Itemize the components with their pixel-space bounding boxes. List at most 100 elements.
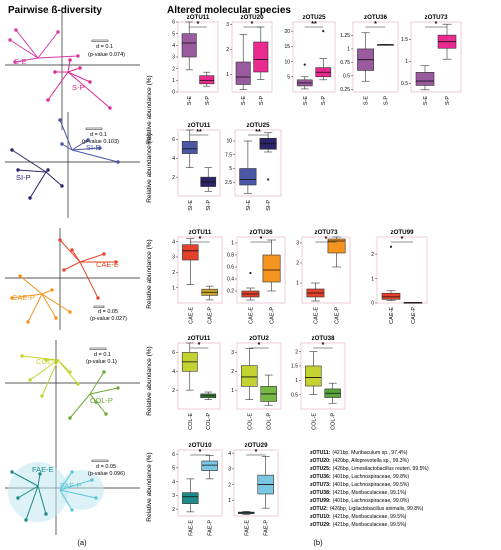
scale-bar [89,347,107,350]
category-label: SI-P [266,200,272,211]
legend-otu-id: zOTU99: [310,498,331,504]
box-CAE-E [381,292,401,300]
significance-marker: ** [255,129,261,136]
y-axis-label-row4: Relative abundance (%) [146,346,153,415]
pcoa-sample-point [116,160,120,164]
y-tick-label: 1 [296,281,299,287]
pcoa-sample-point [70,508,74,512]
category-label: SI-E [246,200,252,211]
pcoa-spider-arm [71,139,89,151]
category-label: COL-P [206,413,212,430]
y-tick-label: 3 [172,55,175,61]
plot-title: zOTU25 [246,122,270,129]
y-tick-label: 4 [172,369,175,375]
y-tick-label: 3 [228,467,231,473]
y-tick-label: 5 [172,466,175,472]
legend-entry: zOTU10:(421bp, Muribaculaceae, 99.5%) [310,514,407,520]
pcoa-sample-point [90,478,94,482]
y-tick-label: 1 [172,78,175,84]
pcoa-spider-arm [67,71,111,109]
outlier-point [249,271,252,275]
category-label: COL-E [247,413,253,430]
plot-title: zOTU73 [424,14,448,21]
pcoa-spider-arm [27,293,43,323]
pcoa-spider-arm [11,149,47,173]
legend-otu-id: zOTU38: [310,490,331,496]
scale-bar [91,459,109,462]
category-label: FAE-E [188,520,194,536]
box-COL-E [305,365,322,387]
y-tick-label: 4 [172,239,175,245]
box-S-P [199,75,215,85]
legend-description: (426bp, Limosilactobacillus reuteri, 99.… [333,466,429,472]
category-label: S-P [445,96,451,106]
y-tick-label: 0.75 [340,60,350,66]
pcoa-sample-point [58,118,62,122]
legend-otu-id: zOTU36: [310,474,331,480]
legend-otu-id: zOTU20: [310,458,331,464]
box-SI-E [239,168,257,186]
pvalue-label: (p-value 0.027) [90,316,127,322]
pcoa-group-label: SI-P [16,173,31,182]
y-tick-label: 3 [172,255,175,261]
y-tick-label: 2 [172,388,175,394]
pcoa-spider-arm [63,261,81,271]
y-tick-label: 2 [172,66,175,72]
pcoa-spider-arm [67,59,71,73]
significance-marker: * [325,236,328,243]
scale-bar [85,127,103,130]
pcoa-spider-arm [47,71,69,101]
category-label: SI-P [206,200,212,211]
y-tick-label: 4 [172,43,175,49]
scale-label: d = 0.1 [94,352,111,358]
legend-entry: zOTU11:(421bp, Muribaculum sp., 97.4%) [310,450,408,456]
pcoa-group-label: FAE-E [32,465,54,474]
plot-title: zOTU36 [364,14,388,21]
y-tick-label: 2 [172,507,175,513]
pvalue-label: (p-value 0.1) [86,359,117,365]
y-tick-label: 1.25 [340,33,350,39]
outlier-point [267,178,270,181]
pcoa-sample-point [76,382,80,386]
legend-otu-id: zOTU2: [310,506,328,512]
category-label: COL-P [267,413,273,430]
y-tick-label: 2 [296,261,299,267]
y-tick-label: 3 [226,22,229,28]
pcoa-group-label: COL-E [36,357,59,366]
pcoa-spider-arm [37,31,59,59]
y-tick-label: 1 [226,72,229,78]
y-tick-label: 4 [172,156,175,162]
pcoa-group-label: S-P [72,83,85,92]
y-tick-label: 1 [295,378,298,384]
plot-frame [410,21,462,93]
pcoa-sample-point [20,354,24,358]
pcoa-spider-arm [89,387,119,395]
pcoa-sample-point [16,496,20,500]
pcoa-spider-arm [15,29,39,59]
pcoa-sample-point [60,142,64,146]
box-COL-E [241,365,258,387]
plot-title: zOTU29 [244,442,268,449]
category-label: S-E [364,96,370,106]
y-tick-label: 4 [172,479,175,485]
pcoa-group-label: SI-E [86,143,101,152]
pcoa-spider-arm [71,249,81,263]
y-tick-label: 0.5 [401,81,408,87]
pcoa-sample-point [70,470,74,474]
pcoa-sample-point [94,496,98,500]
y-tick-label: 4 [228,451,231,457]
category-label: CAE-P [208,307,214,324]
y-tick-label: 2 [231,369,234,375]
pcoa-sample-point [46,98,50,102]
pcoa-sample-point [102,370,106,374]
pcoa-sample-point [98,146,102,150]
pcoa-spider-arm [79,261,99,299]
outlier-point [389,245,393,248]
y-tick-label: 1.5 [291,364,298,370]
y-tick-label: 1 [347,47,350,53]
